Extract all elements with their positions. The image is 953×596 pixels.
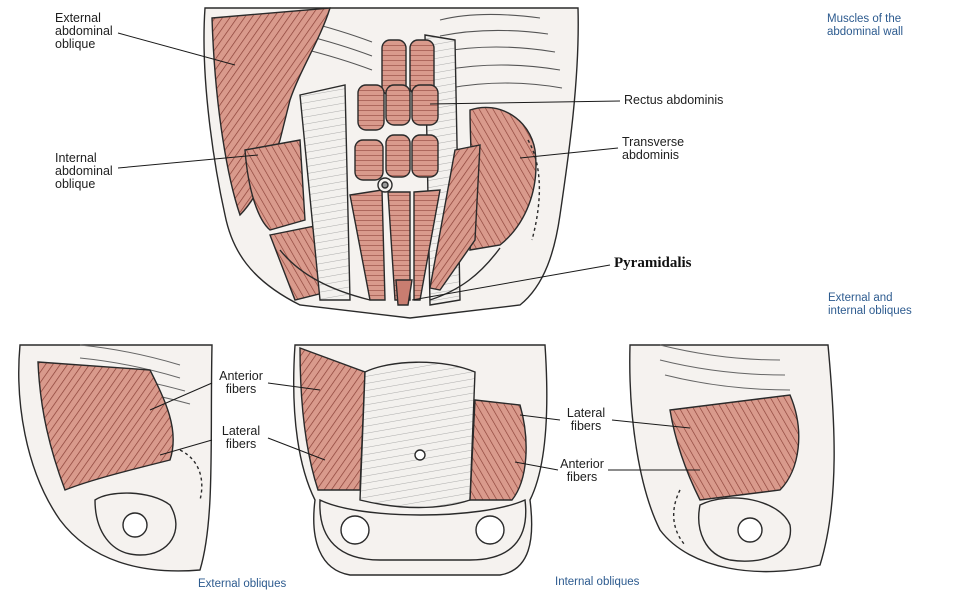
bottom-center-torso [294,345,547,575]
label-internal-abdominal-oblique: Internal abdominal oblique [55,152,113,191]
label-external-abdominal-oblique: External abdominal oblique [55,12,113,51]
label-lateral-fibers-left: Lateral fibers [213,425,269,451]
bottom-left-torso [19,345,212,571]
label-pyramidalis: Pyramidalis [614,257,692,270]
label-transverse-abdominis: Transverse abdominis [622,136,684,162]
caption-external-internal-obliques: External and internal obliques [828,292,912,318]
label-anterior-fibers-right: Anterior fibers [552,458,612,484]
caption-internal-obliques: Internal obliques [555,576,639,589]
caption-muscles-of-abdominal-wall: Muscles of the abdominal wall [827,13,903,39]
top-torso [204,8,578,318]
label-lateral-fibers-right: Lateral fibers [558,407,614,433]
bottom-right-torso [630,345,834,572]
label-rectus-abdominis: Rectus abdominis [624,94,723,107]
caption-external-obliques: External obliques [198,578,286,591]
label-anterior-fibers-left: Anterior fibers [213,370,269,396]
